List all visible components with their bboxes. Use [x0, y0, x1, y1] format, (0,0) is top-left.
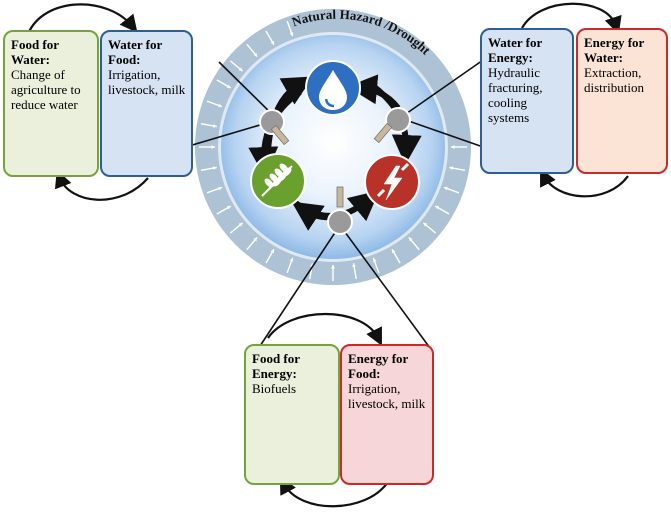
box-water-for-energy: Water for Energy: Hydraulic fracturing, …: [480, 28, 574, 174]
box-energy-for-water: Energy for Water: Extraction, distributi…: [576, 28, 668, 174]
pressure-arrow-head: [238, 222, 243, 227]
pressure-arrow-head: [218, 103, 223, 108]
box-text: Extraction, distribution: [584, 65, 644, 95]
box-food-for-energy: Food for Energy: Biofuels: [244, 344, 340, 485]
pressure-arrow-head: [253, 237, 258, 242]
box-heading: Energy for Water:: [584, 35, 645, 65]
loop-arrow-bottom-right: [540, 168, 629, 198]
loop-arrow-top-bottom-pair: [267, 313, 382, 346]
pressure-arrow-head: [253, 52, 258, 57]
pressure-arrow-head: [226, 84, 231, 88]
connector-energy-water: [399, 117, 487, 149]
pressure-arrow-head: [331, 265, 335, 269]
valve-icon: [373, 107, 411, 144]
pressure-arrow-head: [449, 166, 453, 170]
pressure-arrow-head: [270, 249, 274, 254]
pressure-arrow-head: [211, 145, 215, 149]
box-text: Hydraulic fracturing, cooling systems: [488, 65, 543, 125]
wheat-icon: [261, 163, 293, 197]
loop-arrow-bottom-left: [54, 169, 149, 201]
box-food-for-water: Food for Water: Change of agriculture to…: [3, 30, 99, 177]
pressure-arrow-head: [226, 206, 231, 210]
water-drop-icon: [319, 70, 347, 110]
pressure-arrow-head: [213, 166, 217, 170]
pressure-arrow-head: [218, 186, 223, 191]
energy-node: [364, 154, 420, 210]
box-text: Biofuels: [252, 381, 297, 396]
power-plug-icon: [376, 162, 410, 201]
pressure-arrow-head: [352, 263, 356, 267]
box-heading: Food for Energy:: [252, 351, 300, 381]
box-heading: Water for Energy:: [488, 35, 543, 65]
box-heading: Energy for Food:: [348, 351, 409, 381]
loop-arrow-top-left: [26, 3, 138, 35]
cycle-arrow-food-to-water: [265, 76, 314, 151]
box-heading: Food for Water:: [11, 37, 59, 67]
pressure-arrow-head: [270, 40, 274, 45]
pressure-arrow-head: [435, 206, 440, 210]
pressure-arrow-head: [443, 186, 448, 191]
pressure-arrows: [199, 20, 467, 281]
loop-arrow-bottom-bottom-pair: [279, 476, 389, 508]
pressure-arrow-head: [423, 222, 428, 227]
box-text: Irrigation, livestock, milk: [348, 381, 426, 411]
cycle-arrow-energy-to-water: [347, 74, 401, 110]
pressure-arrow-head: [213, 124, 217, 128]
box-text: Irrigation, livestock, milk: [108, 67, 186, 97]
connector-food-energy: [259, 227, 339, 347]
connector-energy-food: [341, 227, 431, 349]
water-node: [305, 60, 361, 116]
pressure-arrow-head: [372, 257, 377, 262]
pressure-arrow-head: [238, 67, 243, 72]
valve-icon: [327, 186, 353, 235]
connector-water-energy: [399, 57, 487, 119]
box-energy-for-food: Energy for Food: Irrigation, livestock, …: [340, 344, 434, 485]
pressure-arrow-head: [392, 249, 396, 254]
valve-icon: [259, 109, 290, 146]
box-heading: Water for Food:: [108, 37, 163, 67]
pressure-arrow-head: [451, 145, 455, 149]
box-text: Change of agriculture to reduce water: [11, 67, 81, 112]
pressure-arrow-head: [289, 257, 294, 262]
pressure-arrow-head: [289, 32, 294, 37]
loop-arrow-top-right: [521, 2, 622, 35]
box-water-for-food: Water for Food: Irrigation, livestock, m…: [100, 30, 193, 177]
pressure-arrow-head: [408, 237, 413, 242]
food-node: [250, 153, 306, 209]
